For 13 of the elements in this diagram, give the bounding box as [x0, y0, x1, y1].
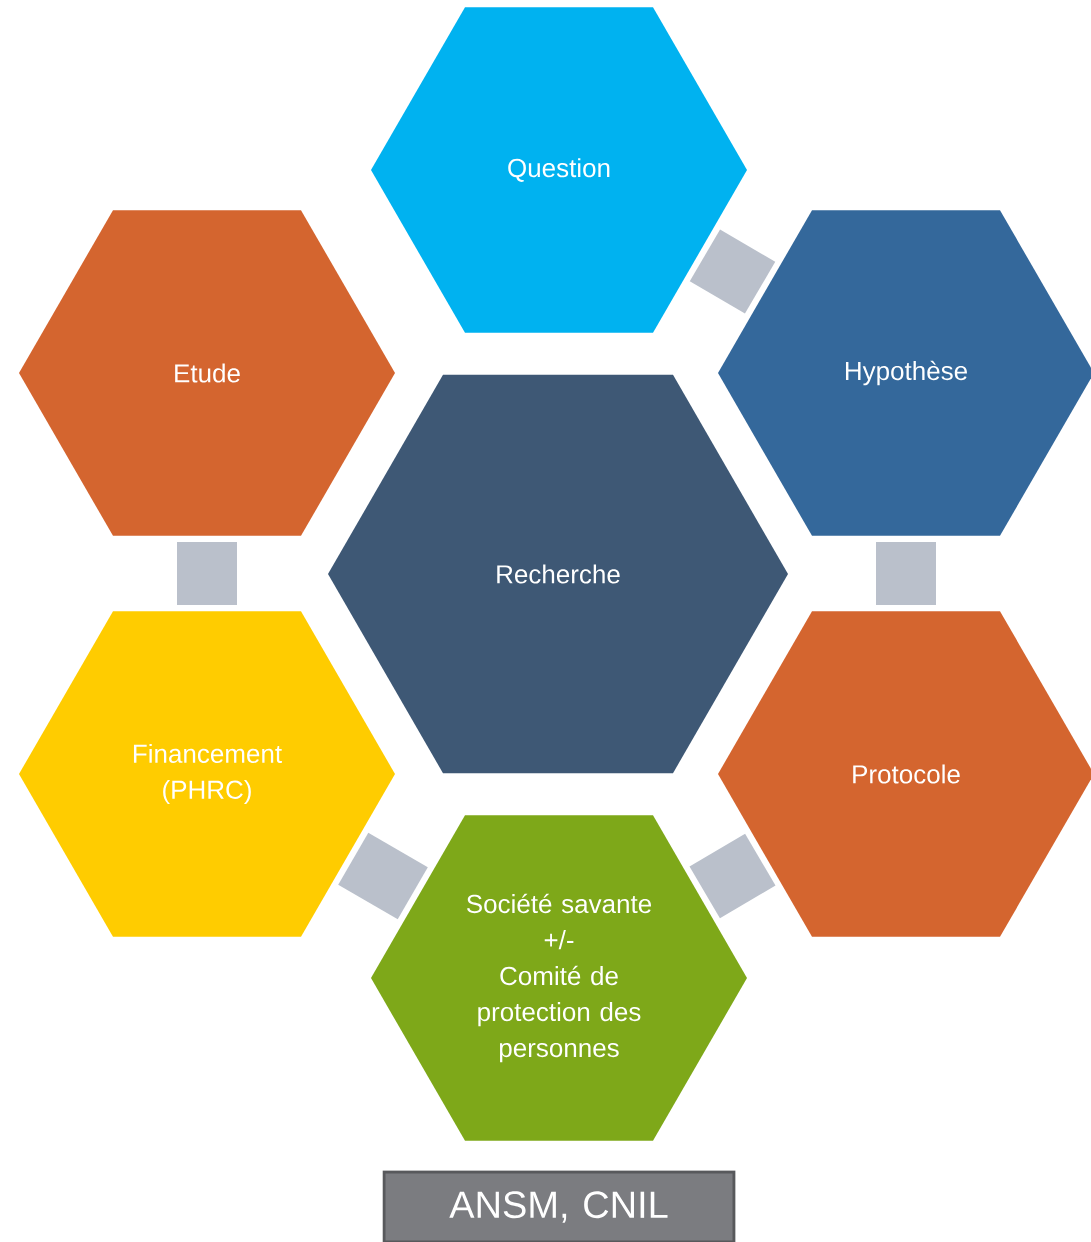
connector	[689, 833, 776, 919]
hexagon: Financement (PHRC)	[19, 611, 395, 937]
hexagon: Recherche	[328, 374, 788, 774]
connector	[177, 542, 237, 605]
hexagon: Etude	[19, 210, 395, 536]
connector	[689, 229, 776, 314]
connector	[876, 542, 936, 605]
hexagon: Société savante +/- Comité de protection des personnes	[371, 815, 747, 1141]
hexagon: Question	[371, 7, 747, 333]
hexagon: Hypothèse	[718, 210, 1091, 536]
hexagon: Protocole	[718, 611, 1091, 937]
connector	[338, 832, 428, 920]
label-box: ANSM, CNIL	[382, 1170, 736, 1242]
